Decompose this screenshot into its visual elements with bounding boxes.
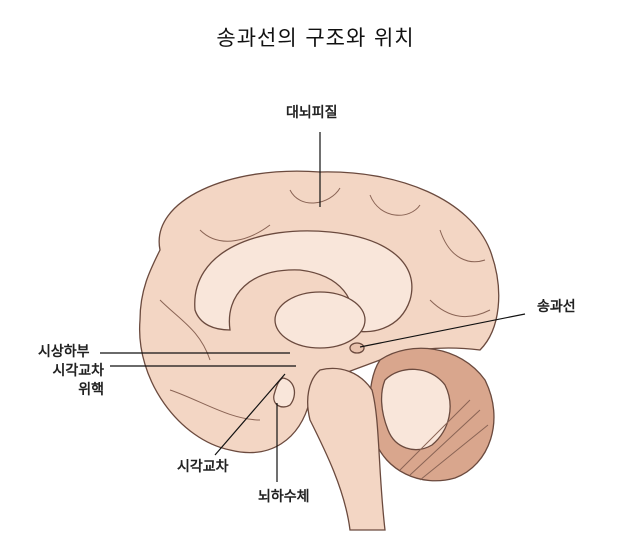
pineal-gland [349,342,365,354]
label-suprachiasmatic-nucleus: 시각교차 위핵 [38,362,104,400]
gyri-lines [159,187,491,481]
label-pituitary: 뇌하수체 [258,489,310,505]
brainstem [307,367,386,531]
label-hypothalamus: 시상하부 [38,344,90,360]
label-cerebral-cortex: 대뇌피질 [286,105,338,121]
leader-lines [100,132,526,482]
diagram-title: 송과선의 구조와 위치 [216,26,415,50]
label-scn-line1: 시각교차 [52,363,104,379]
label-scn-line2: 위핵 [78,382,104,398]
cerebellum-white-matter [380,368,451,451]
label-optic-chiasm: 시각교차 [177,459,229,475]
thalamus [274,291,366,349]
pituitary-shape [273,377,296,408]
label-pineal-gland: 송과선 [537,299,576,315]
